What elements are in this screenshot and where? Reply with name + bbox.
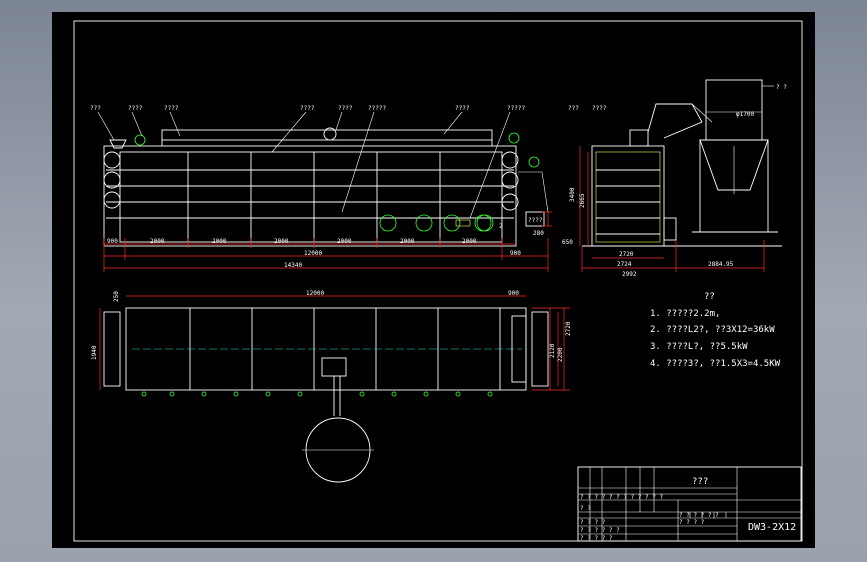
drawing-frame: [73, 20, 803, 542]
dim-text: 2000: [337, 238, 352, 245]
roller: [501, 171, 519, 189]
exhaust-duct: [647, 103, 703, 139]
title-block-row: ? ?: [580, 505, 591, 512]
roller: [501, 193, 519, 211]
part-label: ???: [90, 105, 101, 112]
dim-text: 2120: [549, 343, 556, 358]
front-dimensions: [103, 211, 552, 272]
dim-text: 2665: [579, 193, 586, 208]
dim-text: 2724: [617, 261, 632, 268]
dim-text: 2: [499, 223, 503, 230]
title-block-row: ? ? ? ? ? ?: [580, 527, 620, 534]
heater-fan-icon: [443, 214, 461, 232]
title-block: ??? DW3-2X12 ? ? ? ? ? ? ? ? ? ? ? ? ? ?…: [577, 466, 802, 542]
motor-icon: [528, 156, 540, 168]
front-view: [97, 111, 549, 247]
drawing-sheet: 900 2000 2000 2000 2000 2000 2000 12000 …: [52, 12, 815, 548]
part-label: ????: [592, 105, 607, 112]
part-label: ?????: [507, 105, 525, 112]
dim-text: 1940: [91, 345, 98, 360]
dim-text: 2000: [274, 238, 289, 245]
steam-box: [455, 219, 471, 227]
note-item: 4. ????3?, ??1.5X3=4.5KW: [650, 359, 781, 369]
feed-hopper: [109, 139, 127, 149]
dim-text: 2720: [565, 321, 572, 336]
roller: [103, 151, 121, 169]
dim-text: 2000: [150, 238, 165, 245]
dim-text: 2720: [619, 251, 634, 258]
dim-text: 650: [562, 239, 573, 246]
motor-icon: [134, 134, 146, 146]
dim-text: 900: [508, 290, 519, 297]
part-labels: ??? ???? ???? ???? ???? ????? ???? ?????…: [90, 84, 787, 112]
top-rail: [161, 129, 493, 141]
dim-text: 12000: [306, 290, 324, 297]
notes-title: ??: [704, 292, 715, 302]
dim-text: 2000: [462, 238, 477, 245]
title-block-row: ? ? ? ? ?: [580, 535, 613, 542]
title-block-row: ? ? ? ? ? ?: [679, 512, 719, 519]
part-label: ????: [338, 105, 353, 112]
roller: [103, 191, 121, 209]
dryer-body: [103, 145, 517, 247]
plan-end-right: [531, 311, 549, 387]
title-block-row: ? ? ? ?: [679, 519, 705, 526]
part-label: ? ?: [776, 84, 787, 91]
dim-text: 14340: [284, 262, 302, 269]
side-fan: [629, 129, 649, 147]
part-label: ????: [128, 105, 143, 112]
part-label: ?????: [368, 105, 386, 112]
dim-text: ????: [528, 217, 543, 224]
dim-text: 2884.95: [708, 261, 734, 268]
plan-end-left: [103, 311, 121, 387]
title-block-row: ? ? ? ? ? ? ? ? ? ? ? ?: [580, 494, 663, 501]
side-view: [579, 79, 782, 272]
note-item: 3. ????L?, ??5.5kW: [650, 342, 748, 352]
dim-text: 250: [113, 291, 120, 302]
drawing-number: DW3-2X12: [748, 522, 796, 533]
dim-text: 2000: [400, 238, 415, 245]
discharge-unit: [525, 211, 545, 227]
roller: [501, 151, 519, 169]
dim-text: 280: [533, 230, 544, 237]
dryer-shell: [119, 151, 503, 243]
drawing-canvas: 900 2000 2000 2000 2000 2000 2000 12000 …: [73, 20, 803, 542]
note-item: 1. ?????2.2m,: [650, 309, 720, 319]
technical-notes: ?? 1. ?????2.2m, 2. ????L2?, ??3X12=36kW…: [650, 292, 781, 369]
dim-text: 2992: [622, 271, 637, 278]
part-label: ????: [164, 105, 179, 112]
cyclone-cone: [699, 139, 769, 191]
side-body: [591, 145, 665, 247]
dim-text: 2200: [557, 347, 564, 362]
dim-text: 900: [510, 250, 521, 257]
fan-icon: [323, 127, 337, 141]
motor-icon: [508, 132, 520, 144]
part-label: ????: [455, 105, 470, 112]
dim-text: 12000: [304, 250, 322, 257]
plan-view: [99, 295, 570, 483]
part-label: ????: [300, 105, 315, 112]
cyclone-top: [705, 79, 763, 141]
dim-text: 900: [107, 238, 118, 245]
dim-text: 2000: [212, 238, 227, 245]
roller: [103, 171, 121, 189]
part-label: ???: [568, 105, 579, 112]
note-item: 2. ????L2?, ??3X12=36kW: [650, 325, 775, 335]
heater-fan-icon: [379, 214, 397, 232]
heater-fan-icon: [415, 214, 433, 232]
drawing-name: ???: [692, 477, 708, 487]
title-block-row: ? ? ? ?: [580, 519, 606, 526]
dim-text: 3400: [569, 187, 576, 202]
dim-text: φ1700: [736, 111, 754, 118]
